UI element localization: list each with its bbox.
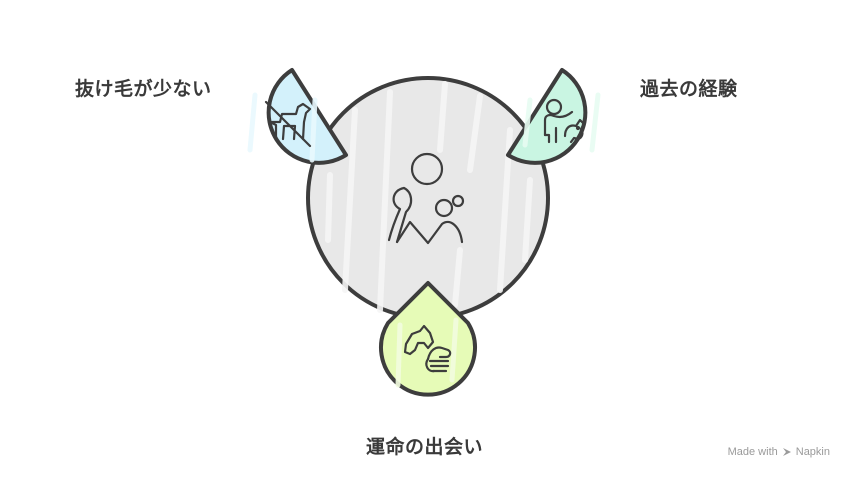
hand-petting-dog-icon bbox=[403, 324, 452, 373]
person-with-dog-icon bbox=[543, 98, 586, 144]
label-destined-encounter: 運命の出会い bbox=[366, 436, 484, 458]
bottom-bubble bbox=[379, 281, 477, 397]
napkin-logo-icon bbox=[782, 448, 791, 456]
napkin-watermark[interactable]: Made with Napkin bbox=[728, 446, 830, 458]
family-with-baby-icon bbox=[387, 152, 465, 245]
left-bubble bbox=[247, 68, 348, 165]
watermark-brand: Napkin bbox=[795, 446, 830, 458]
center-circle bbox=[306, 76, 550, 320]
label-less-shedding: 抜け毛が少ない bbox=[75, 78, 212, 100]
no-dog-icon bbox=[264, 100, 312, 148]
label-past-experience: 過去の経験 bbox=[640, 78, 738, 100]
watermark-made-with: Made with bbox=[727, 446, 778, 458]
